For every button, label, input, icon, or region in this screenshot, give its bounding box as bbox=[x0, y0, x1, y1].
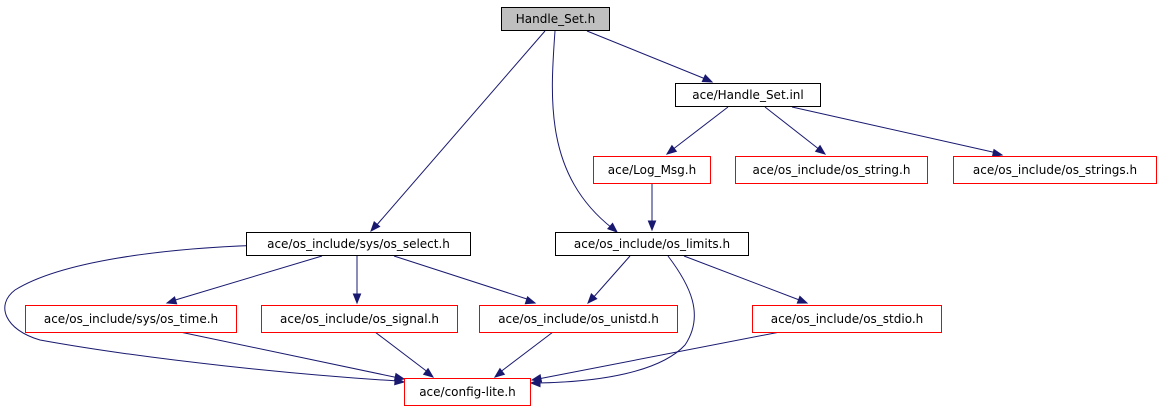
node-box bbox=[675, 83, 821, 107]
edge-os_limits_h-to-os_stdio_h bbox=[683, 255, 809, 304]
node-os-strings-h[interactable]: ace/os_include/os_strings.h bbox=[953, 156, 1157, 184]
edge-os_unistd_h-to-config_lite_h bbox=[493, 331, 554, 378]
node-layer: Handle_Set.h ace/Handle_Set.inl ace/Log_Ms… bbox=[25, 7, 1157, 406]
edge-line bbox=[536, 255, 695, 384]
node-label: ace/os_include/os_string.h bbox=[753, 163, 911, 177]
edge-line bbox=[591, 255, 631, 300]
arrowhead-icon bbox=[165, 296, 178, 305]
edge-handle_set_inl-to-os_strings_h bbox=[791, 106, 1004, 158]
edge-os_stdio_h-to-config_lite_h bbox=[530, 331, 781, 383]
arrowhead-icon bbox=[530, 373, 543, 383]
edge-sys_os_select_h-to-os_signal_h bbox=[352, 256, 362, 305]
edge-line bbox=[374, 331, 430, 374]
edge-handle_set_inl-to-log_msg_h bbox=[665, 106, 729, 155]
edge-handle_set_h-to-handle_set_inl bbox=[586, 30, 714, 83]
node-label: ace/config-lite.h bbox=[419, 385, 516, 399]
edge-sys_os_select_h-to-sys_os_time_h bbox=[165, 255, 323, 305]
node-os-signal-h[interactable]: ace/os_include/os_signal.h bbox=[261, 305, 458, 333]
node-log-msg-h[interactable]: ace/Log_Msg.h bbox=[593, 156, 711, 184]
edge-line bbox=[671, 106, 729, 151]
node-sys-os-time-h[interactable]: ace/os_include/sys/os_time.h bbox=[25, 305, 237, 333]
edge-line bbox=[374, 30, 546, 228]
edge-line bbox=[498, 331, 554, 374]
node-handle-set-inl[interactable]: ace/Handle_Set.inl bbox=[675, 83, 821, 107]
node-box bbox=[261, 305, 458, 333]
arrowhead-icon bbox=[665, 144, 678, 155]
edge-os_limits_h-to-os_unistd_h bbox=[587, 255, 631, 305]
node-box bbox=[593, 156, 711, 184]
node-label: ace/Handle_Set.inl bbox=[692, 88, 804, 102]
edge-line bbox=[586, 30, 709, 81]
node-label: ace/Log_Msg.h bbox=[608, 163, 696, 177]
node-box bbox=[752, 305, 942, 333]
node-label: ace/os_include/os_unistd.h bbox=[498, 312, 659, 326]
arrowhead-icon bbox=[370, 220, 381, 233]
node-os-unistd-h[interactable]: ace/os_include/os_unistd.h bbox=[479, 305, 678, 333]
node-label: ace/os_include/os_strings.h bbox=[973, 163, 1137, 177]
node-sys-os-select-h[interactable]: ace/os_include/sys/os_select.h bbox=[246, 232, 471, 256]
node-label: ace/os_include/sys/os_time.h bbox=[44, 312, 218, 326]
arrowhead-icon bbox=[493, 367, 506, 378]
edge-line bbox=[4, 244, 399, 382]
node-label: ace/os_include/os_stdio.h bbox=[771, 312, 924, 326]
edge-line bbox=[764, 106, 821, 151]
edge-sys_os_select_h-to-os_unistd_h bbox=[393, 255, 537, 305]
node-handle-set-h[interactable]: Handle_Set.h bbox=[501, 7, 610, 31]
edge-line bbox=[179, 331, 400, 379]
node-label: ace/os_include/os_signal.h bbox=[280, 312, 439, 326]
edge-layer bbox=[4, 30, 1004, 388]
node-box bbox=[501, 7, 610, 31]
arrowhead-icon bbox=[814, 144, 827, 155]
edge-handle_set_inl-to-os_string_h bbox=[764, 106, 827, 155]
node-box bbox=[555, 232, 749, 256]
node-label: ace/os_include/sys/os_select.h bbox=[267, 237, 450, 251]
edge-line bbox=[683, 255, 803, 302]
node-box bbox=[479, 305, 678, 333]
node-os-string-h[interactable]: ace/os_include/os_string.h bbox=[735, 156, 928, 184]
node-label: ace/os_include/os_limits.h bbox=[574, 237, 730, 251]
arrowhead-icon bbox=[647, 220, 657, 232]
arrowhead-icon bbox=[587, 293, 598, 305]
arrowhead-icon bbox=[393, 372, 406, 382]
node-os-limits-h[interactable]: ace/os_include/os_limits.h bbox=[555, 232, 749, 256]
node-box bbox=[246, 232, 471, 256]
edge-handle_set_h-to-sys_os_select_h bbox=[370, 30, 546, 233]
edge-sys_os_time_h-to-config_lite_h bbox=[179, 331, 406, 382]
edge-line bbox=[551, 30, 613, 229]
edge-line bbox=[171, 255, 323, 302]
arrowhead-icon bbox=[796, 295, 809, 304]
arrowhead-icon bbox=[352, 293, 362, 305]
edge-os_signal_h-to-config_lite_h bbox=[374, 331, 435, 378]
node-box bbox=[404, 378, 531, 406]
edge-line bbox=[537, 331, 781, 380]
arrowhead-icon bbox=[701, 74, 714, 83]
edge-line bbox=[393, 255, 531, 301]
node-label: Handle_Set.h bbox=[516, 12, 595, 26]
node-box bbox=[953, 156, 1157, 184]
node-config-lite-h[interactable]: ace/config-lite.h bbox=[404, 378, 531, 406]
arrowhead-icon bbox=[991, 148, 1004, 158]
node-box bbox=[735, 156, 928, 184]
arrowhead-icon bbox=[422, 367, 435, 378]
edge-handle_set_h-to-os_limits_h bbox=[551, 30, 619, 233]
arrowhead-icon bbox=[524, 295, 537, 305]
arrowhead-icon bbox=[606, 222, 619, 233]
edge-log_msg_h-to-os_limits_h bbox=[647, 183, 657, 232]
node-box bbox=[25, 305, 237, 333]
edge-line bbox=[791, 106, 998, 154]
node-os-stdio-h[interactable]: ace/os_include/os_stdio.h bbox=[752, 305, 942, 333]
